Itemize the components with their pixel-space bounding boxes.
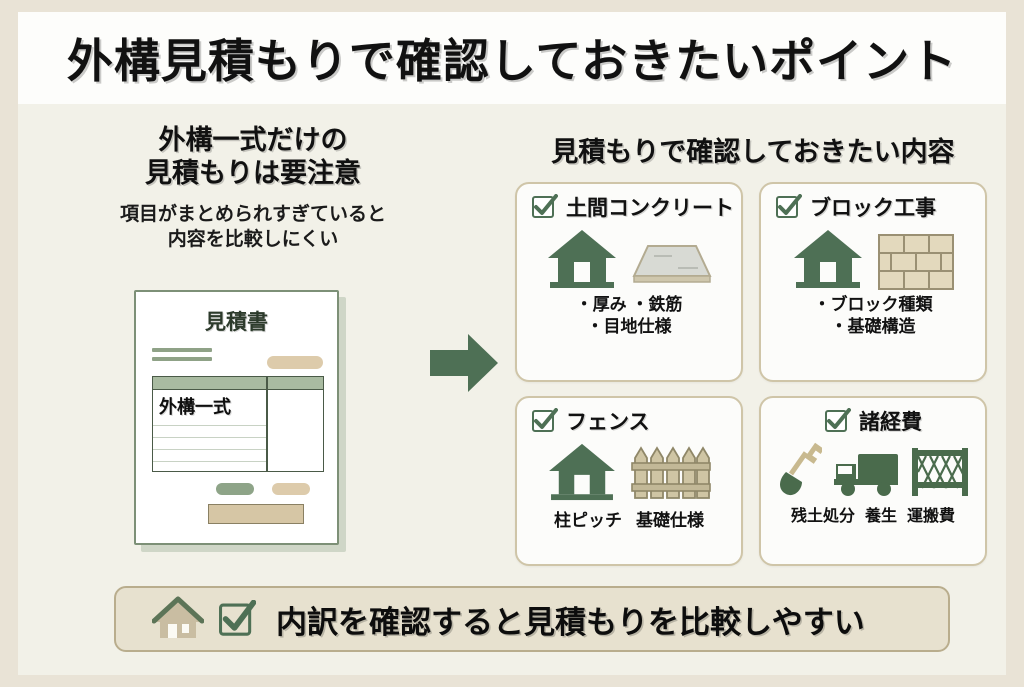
checked-checkbox-icon <box>776 193 802 218</box>
document-sheet: 見積書 外構一式 <box>134 290 339 545</box>
mesh-fence-icon <box>912 448 968 496</box>
truck-icon <box>834 454 898 496</box>
document-footer-pills <box>216 482 311 500</box>
document-total-box <box>208 504 304 524</box>
card-block-construction[interactable]: ブロック工事 <box>759 182 987 382</box>
card-labels: 柱ピッチ 基礎仕様 <box>554 506 704 531</box>
left-heading-line2: 見積もりは要注意 <box>145 157 361 188</box>
card-title: ブロック工事 <box>810 197 936 220</box>
card-icon-group <box>547 442 711 502</box>
document-table-row <box>153 449 266 461</box>
card-bullet-line2: ・基礎構造 <box>830 317 916 337</box>
document-tan-pill-2 <box>272 483 311 495</box>
document-tan-pill <box>267 356 323 369</box>
card-icon-group <box>792 228 954 290</box>
card-bullet-line1: ・厚み ・鉄筋 <box>575 295 683 314</box>
bottom-banner: 内訳を確認すると見積もりを比較しやすい <box>114 586 950 652</box>
house-icon <box>548 230 616 288</box>
left-heading-line1: 外構一式だけの <box>158 125 348 155</box>
brick-wall-icon <box>878 234 954 290</box>
document-table-divider <box>266 377 268 471</box>
left-heading: 外構一式だけの 見積もりは要注意 <box>58 124 448 190</box>
checked-checkbox-icon <box>219 600 256 636</box>
checklist-cards: 土間コンクリート ・厚み ・鉄筋 ・目地仕様 <box>515 182 997 566</box>
page-title: 外構見積もりで確認しておきたいポイント <box>66 35 958 87</box>
document-table-row <box>153 461 266 473</box>
card-bullet-line1: ・ブロック種類 <box>813 295 933 314</box>
card-doma-concrete[interactable]: 土間コンクリート ・厚み ・鉄筋 ・目地仕様 <box>515 182 743 382</box>
card-title: 諸経費 <box>859 411 922 434</box>
card-label: 残土処分 <box>790 508 855 525</box>
card-label: 運搬費 <box>907 508 956 525</box>
card-label: 基礎仕様 <box>636 511 704 530</box>
left-column: 外構一式だけの 見積もりは要注意 項目がまとめられすぎていると 内容を比較しにく… <box>58 124 448 252</box>
card-header: 諸経費 <box>824 406 922 436</box>
left-subtext: 項目がまとめられすぎていると 内容を比較しにくい <box>58 202 448 253</box>
card-labels: 残土処分 養生 運搬費 <box>791 502 955 526</box>
picket-fence-icon <box>631 446 711 499</box>
card-misc-expenses[interactable]: 諸経費 <box>759 396 987 566</box>
card-bullets: ・ブロック種類 ・基礎構造 <box>814 294 933 339</box>
estimate-document-illustration: 見積書 外構一式 <box>134 290 350 552</box>
left-subtext-line1: 項目がまとめられすぎていると <box>119 203 386 225</box>
house-icon <box>794 230 862 288</box>
card-header: フェンス <box>531 406 650 436</box>
card-icon-group <box>546 228 712 290</box>
checked-checkbox-icon <box>532 193 558 218</box>
document-title: 見積書 <box>205 311 268 334</box>
card-label: 柱ピッチ <box>554 511 622 530</box>
body-panel: 外構一式だけの 見積もりは要注意 項目がまとめられすぎていると 内容を比較しにく… <box>18 104 1006 675</box>
arrow-right-icon <box>430 334 498 392</box>
document-table-row <box>153 437 266 449</box>
checked-checkbox-icon <box>532 407 558 432</box>
card-icon-group <box>776 442 970 498</box>
checked-checkbox-icon <box>825 407 851 432</box>
card-label: 養生 <box>864 508 897 525</box>
document-item-label: 外構一式 <box>159 397 231 417</box>
card-title: フェンス <box>566 411 650 434</box>
left-subtext-line2: 内容を比較しにくい <box>167 229 339 251</box>
concrete-slab-icon <box>632 245 712 283</box>
document-header-lines <box>152 348 212 366</box>
card-header: 土間コンクリート <box>531 192 734 222</box>
document-green-pill <box>216 483 254 495</box>
right-heading: 見積もりで確認しておきたい内容 <box>551 137 955 167</box>
banner-text: 内訳を確認すると見積もりを比較しやすい <box>276 604 865 640</box>
document-table-rows <box>153 425 266 473</box>
card-title: 土間コンクリート <box>566 197 734 220</box>
document-table-row <box>153 425 266 437</box>
document-line <box>152 348 212 352</box>
document-line <box>152 357 212 361</box>
document-table: 外構一式 <box>152 376 324 472</box>
title-band: 外構見積もりで確認しておきたいポイント <box>18 12 1006 104</box>
card-bullet-line2: ・目地仕様 <box>586 317 672 337</box>
house-icon <box>549 443 615 501</box>
card-bullets: ・厚み ・鉄筋 ・目地仕様 <box>576 294 683 339</box>
document-table-header <box>153 377 323 390</box>
card-header: ブロック工事 <box>775 192 936 222</box>
card-fence[interactable]: フェンス <box>515 396 743 566</box>
shovel-icon <box>780 442 822 496</box>
house-outline-icon <box>152 596 204 638</box>
